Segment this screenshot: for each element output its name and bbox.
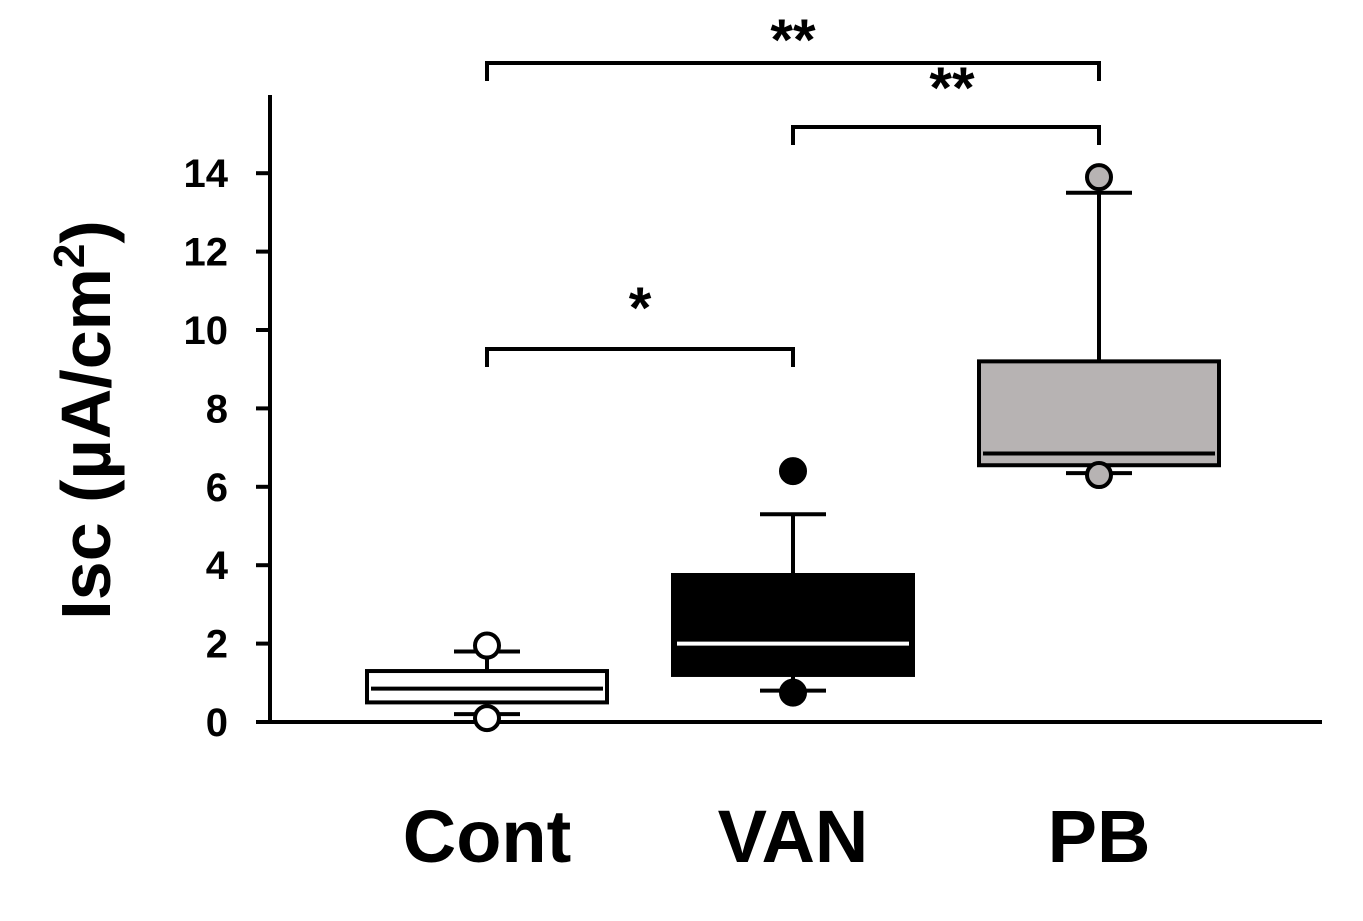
y-tick-label: 10: [184, 309, 229, 353]
outlier-point: [1085, 461, 1113, 490]
significance-bracket: *: [485, 276, 795, 367]
x-category-label: PB: [1048, 795, 1151, 878]
bracket-line: [485, 347, 795, 367]
y-axis-label-superscript: 2: [45, 244, 94, 268]
boxes: [365, 163, 1221, 733]
significance-bracket: **: [485, 8, 1101, 81]
x-category-label: VAN: [718, 795, 869, 878]
y-tick-label: 14: [184, 152, 229, 196]
outlier-point: [779, 457, 807, 486]
y-tick-label: 2: [206, 623, 228, 667]
significance-label: **: [770, 8, 816, 73]
x-category-label: Cont: [403, 795, 572, 878]
outlier-point: [473, 704, 501, 733]
y-tick-label: 12: [184, 231, 229, 275]
significance-label: **: [929, 56, 975, 121]
significance-bracket: **: [791, 56, 1101, 145]
y-tick-label: 6: [206, 466, 228, 510]
outlier-point: [1085, 163, 1113, 192]
y-axis-label-close: ): [47, 220, 125, 243]
y-tick-label: 0: [206, 701, 228, 745]
box-van: [671, 457, 915, 707]
y-tick-label: 4: [206, 544, 229, 588]
significance-label: *: [629, 276, 652, 341]
bracket-line: [791, 125, 1101, 145]
box-cont: [365, 631, 609, 733]
outlier-point: [473, 631, 501, 660]
box-iqr: [671, 573, 915, 677]
y-axis-label-main: Isc (µA/cm: [47, 268, 125, 620]
outlier-point: [779, 678, 807, 707]
bracket-line: [485, 61, 1101, 81]
significance-brackets: *****: [485, 8, 1101, 367]
box-pb: [977, 163, 1221, 490]
y-axis-label: Isc (µA/cm2): [45, 220, 125, 619]
box-iqr: [977, 359, 1221, 468]
y-tick-label: 8: [206, 387, 228, 431]
